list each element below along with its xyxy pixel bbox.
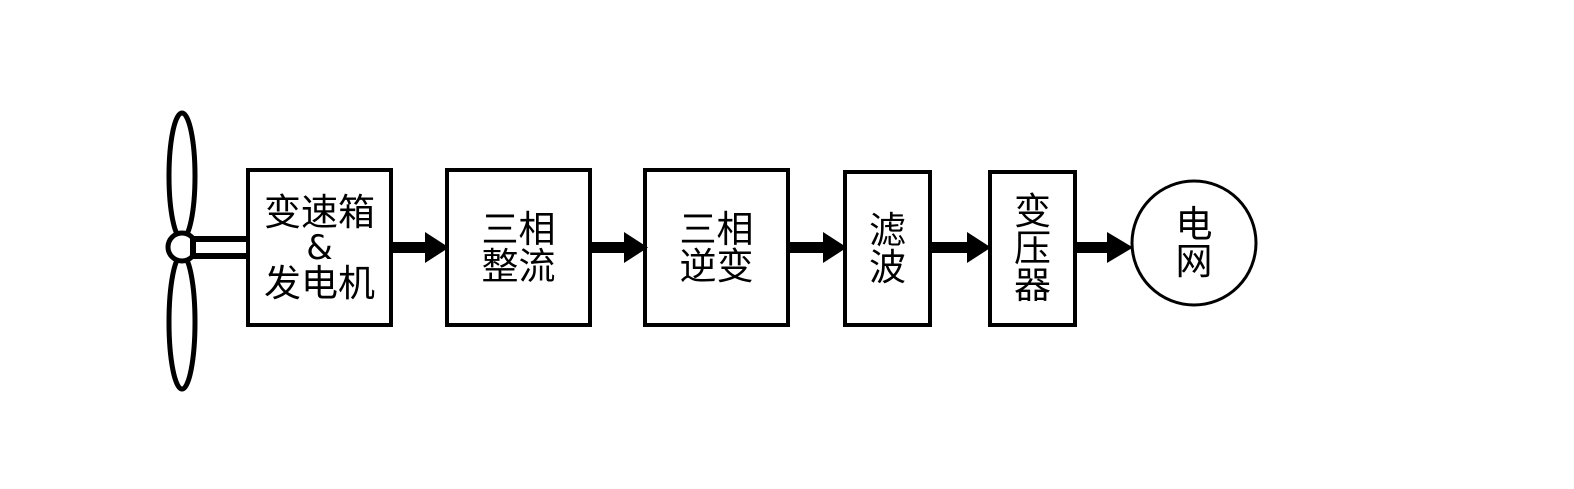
- turbine-shaft-connector: [190, 236, 253, 259]
- arrow-filter-to-transformer: [930, 232, 991, 263]
- turbine-blade-lower-icon: [166, 252, 198, 392]
- arrow-transformer-to-grid: [1075, 232, 1133, 263]
- wind-turbine: [165, 110, 253, 392]
- arrow-rectifier-to-inverter: [590, 232, 648, 263]
- turbine-blade-upper-icon: [166, 110, 198, 242]
- node-three-phase-rectifier[interactable]: [445, 168, 592, 327]
- node-three-phase-inverter[interactable]: [643, 168, 790, 327]
- flow-arrows: [391, 232, 1133, 263]
- node-power-grid[interactable]: [1130, 179, 1258, 307]
- node-transformer[interactable]: [988, 170, 1077, 327]
- node-filter[interactable]: [843, 170, 932, 327]
- node-gearbox-generator[interactable]: [246, 168, 393, 327]
- arrow-gearbox-to-rectifier: [391, 232, 449, 263]
- arrow-inverter-to-filter: [788, 232, 847, 263]
